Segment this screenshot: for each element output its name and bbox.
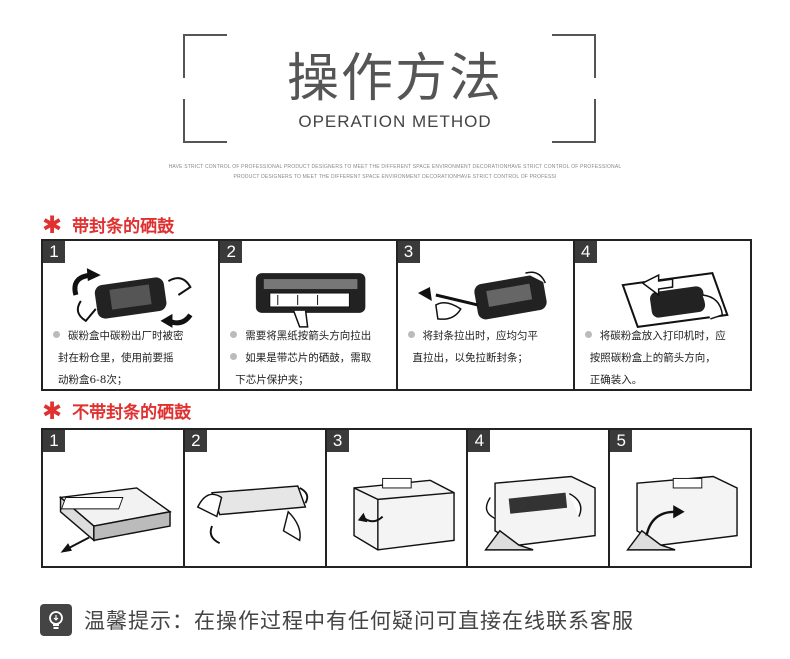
step-description: 需要将黑纸按箭头方向拉出 如果是带芯片的硒鼓，需取 下芯片保护夹； xyxy=(230,325,389,391)
page-title: 操作方法 xyxy=(286,49,503,109)
shake-cartridge-illustration xyxy=(51,265,210,329)
corner-bracket-top-right xyxy=(552,34,596,78)
step-number: 4 xyxy=(468,430,491,452)
fine-print-line-2: PRODUCT DESIGNERS TO MEET THE DIFFERENT … xyxy=(233,174,557,180)
step-number: 4 xyxy=(574,241,597,263)
lightbulb-icon xyxy=(40,604,72,636)
step-panel: 1 碳粉盒中碳粉出厂时被密 封在粉仓里，使用前要摇 动粉盒6-8次； xyxy=(43,241,221,391)
sealed-steps-panel: 1 碳粉盒中碳粉出厂时被密 封在粉仓里，使用前要摇 动粉盒6-8次； 2 xyxy=(41,239,752,391)
unsealed-steps-panel: 1 2 3 xyxy=(41,428,752,568)
step-panel: 3 xyxy=(326,430,469,566)
corner-bracket-bottom-left xyxy=(183,99,227,143)
bullet-icon xyxy=(407,331,415,338)
tip-text: 温馨提示：在操作过程中有任何疑问可直接在线联系客服 xyxy=(84,609,634,633)
step-number: 1 xyxy=(43,430,65,452)
remove-cartridge-illustration xyxy=(476,456,600,558)
shake-cartridge-illustration xyxy=(193,456,317,558)
close-printer-illustration xyxy=(618,456,742,558)
step-number: 3 xyxy=(397,241,420,263)
step-number: 5 xyxy=(610,430,633,452)
corner-bracket-top-left xyxy=(183,34,227,78)
step-panel: 4 xyxy=(468,430,611,566)
bullet-icon xyxy=(230,353,238,360)
pull-black-paper-illustration xyxy=(228,265,387,329)
step-panel: 2 xyxy=(184,430,327,566)
pull-seal-strip-illustration xyxy=(406,265,565,329)
step-description: 将碳粉盒放入打印机时，应 按照碳粉盒上的箭头方向， 正确装入。 xyxy=(584,325,744,391)
step-number: 1 xyxy=(43,241,65,263)
insert-cartridge-illustration xyxy=(583,265,742,329)
corner-bracket-bottom-right xyxy=(552,99,596,143)
step-panel: 2 需要将黑纸按箭头方向拉出 如果是带芯片的硒鼓，需取 下芯片保护夹； xyxy=(220,241,398,391)
step-number: 2 xyxy=(220,241,243,263)
asterisk-icon: ✱ xyxy=(42,396,63,425)
bullet-icon xyxy=(584,331,592,338)
section-heading-sealed: ✱ 带封条的硒鼓 xyxy=(42,210,175,239)
fine-print-line-1: HAVE STRICT CONTROL OF PROFESSIONAL PROD… xyxy=(168,164,622,170)
page-subtitle: OPERATION METHOD xyxy=(298,112,492,131)
step-number: 3 xyxy=(326,430,349,452)
step-panel: 4 将碳粉盒放入打印机时，应 按照碳粉盒上的箭头方向， 正确装入。 xyxy=(574,241,750,391)
step-panel: 5 xyxy=(610,430,750,566)
open-printer-illustration xyxy=(335,456,459,558)
bullet-icon xyxy=(230,331,238,338)
asterisk-icon: ✱ xyxy=(42,210,63,239)
step-description: 碳粉盒中碳粉出厂时被密 封在粉仓里，使用前要摇 动粉盒6-8次； xyxy=(53,325,212,391)
bullet-icon xyxy=(53,331,60,338)
step-number: 2 xyxy=(184,430,207,452)
step-panel: 3 将封条拉出时，应均匀平 直拉出，以免拉断封条； xyxy=(397,241,575,389)
step-description: 将封条拉出时，应均匀平 直拉出，以免拉断封条； xyxy=(407,325,567,369)
section-heading-unsealed: ✱ 不带封条的硒鼓 xyxy=(42,396,192,425)
step-panel: 1 xyxy=(43,430,185,566)
section-title: 带封条的硒鼓 xyxy=(72,217,175,237)
tip-banner: 温馨提示：在操作过程中有任何疑问可直接在线联系客服 xyxy=(40,604,634,636)
section-title: 不带封条的硒鼓 xyxy=(72,403,192,423)
cartridge-illustration xyxy=(51,456,175,558)
